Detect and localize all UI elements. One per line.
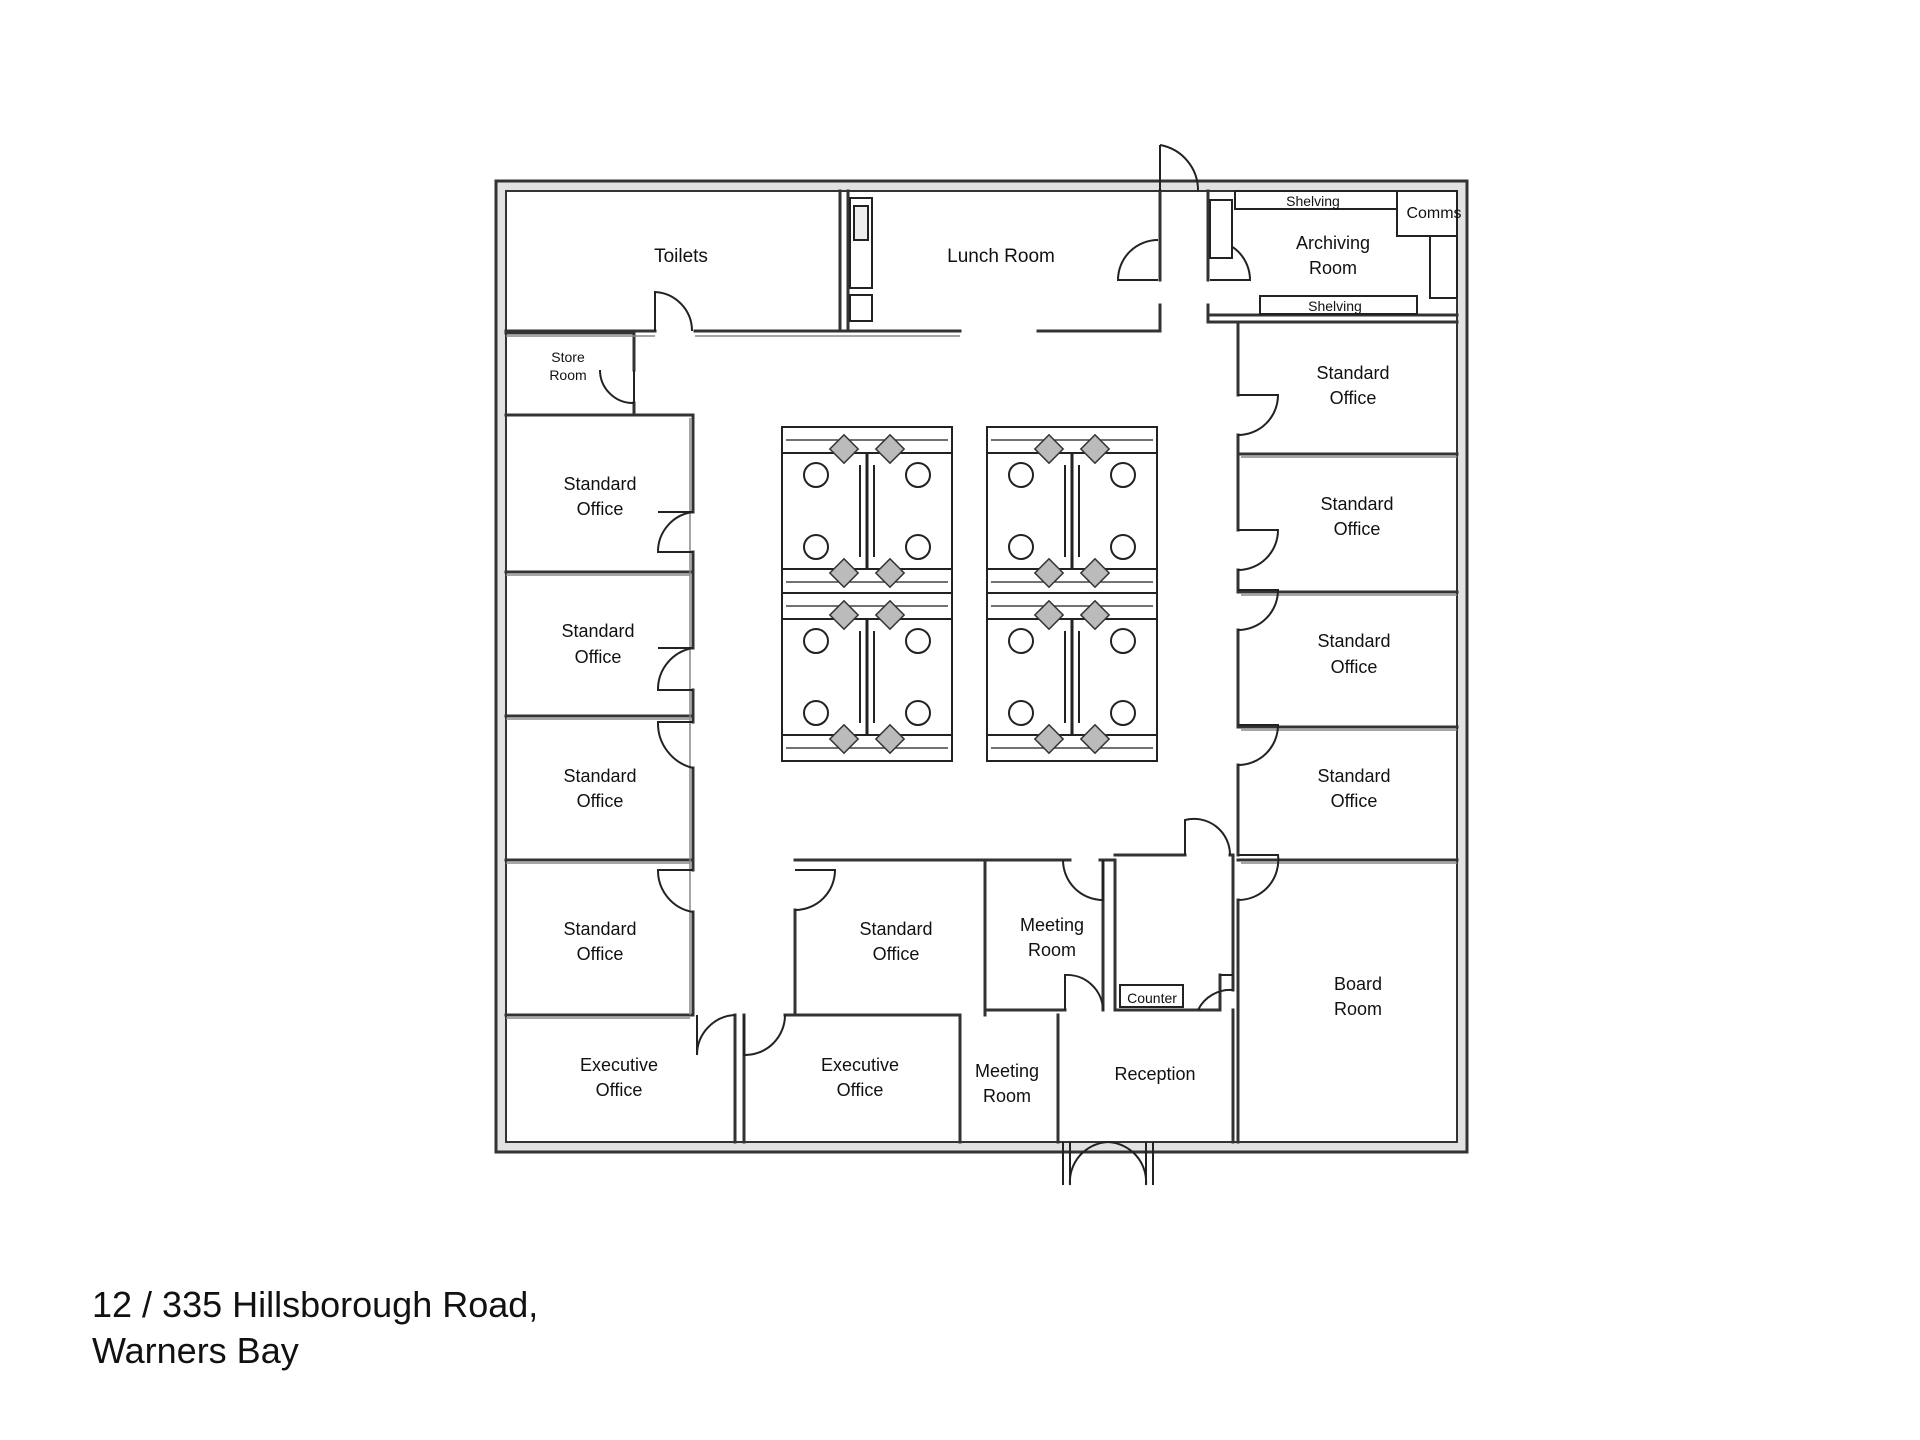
label-lunch-room: Lunch Room <box>947 246 1055 267</box>
label-shelving-bottom: Shelving <box>1308 298 1362 314</box>
interior-walls <box>504 189 1459 1144</box>
chair <box>1110 628 1136 654</box>
task-chair <box>828 723 860 755</box>
label-reception: Reception <box>1114 1064 1195 1084</box>
task-chair <box>874 433 906 465</box>
task-chair <box>874 723 906 755</box>
task-chair <box>828 599 860 631</box>
chair <box>1008 534 1034 560</box>
address-line-2: Warners Bay <box>92 1330 299 1371</box>
chair <box>1008 628 1034 654</box>
label-toilets: Toilets <box>654 246 708 267</box>
chair <box>905 534 931 560</box>
workstation-clusters <box>781 426 1158 762</box>
task-chair <box>1079 599 1111 631</box>
task-chair <box>1079 723 1111 755</box>
outer-wall <box>494 179 1469 1154</box>
task-chair <box>1033 723 1065 755</box>
task-chair <box>1079 433 1111 465</box>
task-chair <box>1079 557 1111 589</box>
chair <box>803 700 829 726</box>
chair <box>1008 462 1034 488</box>
chair <box>1110 700 1136 726</box>
chair <box>803 628 829 654</box>
chair <box>1110 534 1136 560</box>
room-labels: Toilets Lunch Room Shelving Shelving Com… <box>549 193 1461 1106</box>
chair <box>905 628 931 654</box>
chair <box>1008 700 1034 726</box>
task-chair <box>828 557 860 589</box>
task-chair <box>1033 433 1065 465</box>
fixtures <box>849 190 1458 1008</box>
label-comms: Comms <box>1406 205 1461 222</box>
chair <box>1110 462 1136 488</box>
label-counter: Counter <box>1127 990 1177 1006</box>
task-chair <box>874 557 906 589</box>
chair <box>803 462 829 488</box>
chair <box>905 462 931 488</box>
task-chair <box>874 599 906 631</box>
task-chair <box>1033 599 1065 631</box>
chair <box>905 700 931 726</box>
task-chair <box>828 433 860 465</box>
chair <box>803 534 829 560</box>
label-shelving-top: Shelving <box>1286 193 1340 209</box>
door-swings <box>599 144 1280 1186</box>
address-caption: 12 / 335 Hillsborough Road, Warners Bay <box>92 1282 538 1374</box>
task-chair <box>1033 557 1065 589</box>
address-line-1: 12 / 335 Hillsborough Road, <box>92 1284 539 1325</box>
